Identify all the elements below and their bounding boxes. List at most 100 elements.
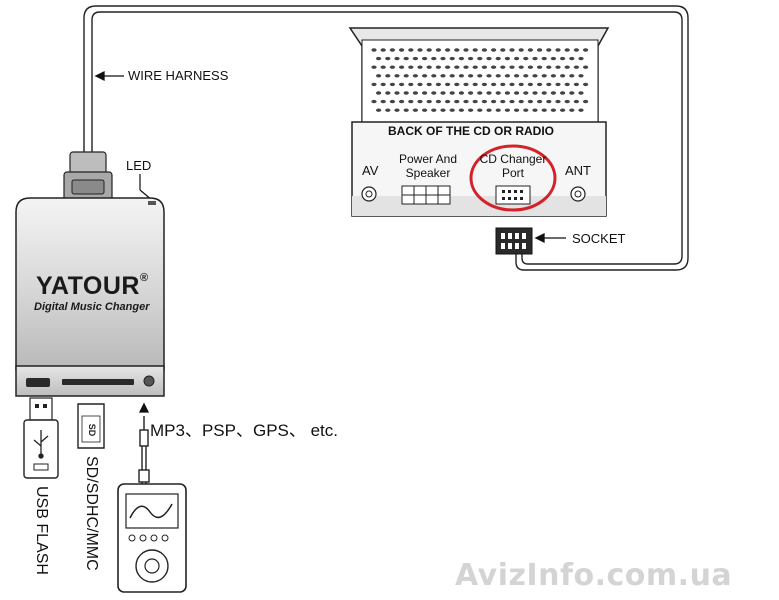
wire-harness-arrow xyxy=(94,70,124,82)
sd-logo: SD xyxy=(87,424,97,437)
grille-hole xyxy=(564,65,570,69)
grille-hole xyxy=(435,65,441,69)
grille-hole xyxy=(555,99,561,104)
grille-hole xyxy=(463,99,469,104)
grille-hole xyxy=(454,82,460,87)
grille-hole xyxy=(527,65,534,69)
grille-hole xyxy=(445,65,451,69)
device-sd-slot xyxy=(62,379,134,385)
grille-hole xyxy=(555,65,561,69)
db-plug xyxy=(63,151,113,203)
media-player xyxy=(117,483,187,593)
grille-hole xyxy=(449,56,455,61)
grille-hole xyxy=(495,91,501,95)
grille-hole xyxy=(380,65,386,69)
socket-label: SOCKET xyxy=(572,231,626,246)
grille-hole xyxy=(431,74,437,78)
grille-hole xyxy=(578,91,584,95)
grille-hole xyxy=(527,99,534,104)
grille-hole xyxy=(495,74,501,78)
grille-hole xyxy=(431,56,437,61)
grille-hole xyxy=(412,108,418,112)
grille-hole xyxy=(399,48,405,52)
grille-hole xyxy=(578,108,584,112)
cd-changer-label: CD Changer Port xyxy=(476,152,550,180)
power-speaker-label: Power And Speaker xyxy=(392,152,464,180)
grille-hole xyxy=(495,108,501,112)
grille-hole xyxy=(477,108,483,112)
grille-hole xyxy=(394,56,400,61)
grille-hole xyxy=(537,65,543,69)
grille-hole xyxy=(546,65,552,69)
grille-hole xyxy=(399,99,405,104)
audio-cable xyxy=(138,429,150,484)
grille-hole xyxy=(491,65,497,69)
device-brand-name: YATOUR xyxy=(36,272,140,300)
grille-hole xyxy=(500,82,506,87)
grille-hole xyxy=(514,56,520,61)
grille-hole xyxy=(454,48,460,52)
grille-hole xyxy=(546,82,552,87)
grille-hole xyxy=(518,99,524,104)
grille-hole xyxy=(550,56,557,61)
player-buttons xyxy=(128,534,169,542)
grille-hole xyxy=(463,65,469,69)
grille-hole xyxy=(440,108,446,112)
grille-hole xyxy=(426,65,432,69)
grille-hole xyxy=(408,99,414,104)
ant-label: ANT xyxy=(565,163,591,178)
ant-jack-core xyxy=(574,190,582,198)
grille-hole xyxy=(583,99,589,104)
grille-hole xyxy=(486,91,492,95)
grille-hole xyxy=(500,99,506,104)
grille-hole xyxy=(458,108,464,112)
grille-hole xyxy=(399,82,405,87)
grille-hole xyxy=(560,56,566,61)
cd-changer-highlight xyxy=(469,144,557,212)
wire-harness-cable xyxy=(83,5,689,271)
grille-hole xyxy=(500,65,506,69)
media-arrow xyxy=(138,402,150,430)
grille-hole xyxy=(468,74,474,78)
grille-hole xyxy=(468,56,474,61)
grille-hole xyxy=(463,48,469,52)
grille-hole xyxy=(426,48,432,52)
grille-hole xyxy=(504,91,510,95)
grille-hole xyxy=(376,91,382,95)
grille-hole xyxy=(458,74,464,78)
grille-hole xyxy=(541,108,547,112)
grille-hole xyxy=(583,82,589,87)
grille-hole xyxy=(509,48,515,52)
cd-changer-label-line2: Port xyxy=(501,166,524,180)
grille-hole xyxy=(422,108,428,112)
grille-hole xyxy=(569,56,575,61)
grille-hole xyxy=(472,99,478,104)
grille-hole xyxy=(371,48,377,52)
grille-hole xyxy=(385,56,391,61)
grille-hole xyxy=(523,108,529,112)
grille-hole xyxy=(541,56,547,61)
grille-hole xyxy=(550,74,557,78)
grille-hole xyxy=(550,108,557,112)
grille-hole xyxy=(527,48,534,52)
grille-hole xyxy=(509,65,515,69)
grille-hole xyxy=(518,82,524,87)
grille-hole xyxy=(417,48,423,52)
grille-hole xyxy=(408,48,414,52)
grille-hole xyxy=(532,56,538,61)
grille-hole xyxy=(578,74,584,78)
grille-hole xyxy=(380,99,386,104)
usb-icon xyxy=(33,430,49,459)
grille-hole xyxy=(412,91,418,95)
grille-hole xyxy=(518,65,524,69)
grille-hole xyxy=(486,56,492,61)
grille-hole xyxy=(417,82,423,87)
grille-hole xyxy=(514,74,520,78)
grille-hole xyxy=(463,82,469,87)
grille-hole xyxy=(389,99,395,104)
grille-hole xyxy=(532,108,538,112)
grille-hole xyxy=(527,82,534,87)
cd-changer-port xyxy=(495,185,531,205)
grille-hole xyxy=(449,91,455,95)
